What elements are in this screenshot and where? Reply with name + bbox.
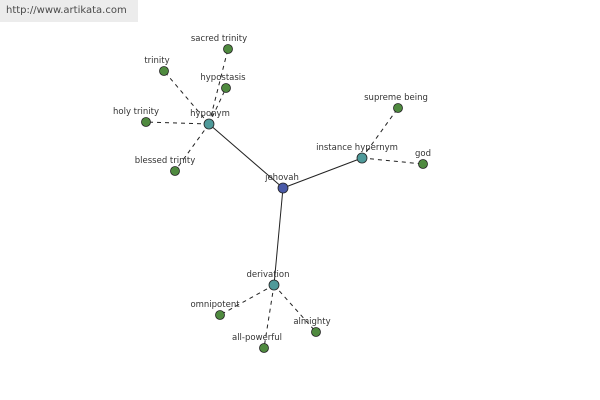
label-trinity: trinity — [144, 56, 169, 66]
edge-hyponym-to-sacred-trinity — [208, 48, 229, 125]
edge-derivation-to-omnipotent — [219, 284, 275, 316]
edges-layer — [145, 48, 424, 349]
node-almighty[interactable] — [311, 327, 321, 337]
edge-hyponym-to-holy-trinity — [145, 121, 210, 125]
node-hyponym[interactable] — [203, 118, 215, 130]
edge-hyponym-to-hypostasis — [208, 87, 227, 125]
label-sacred-trinity: sacred trinity — [191, 34, 247, 44]
label-hyponym: hyponym — [190, 109, 230, 119]
edge-jehovah-to-hyponym — [208, 123, 284, 189]
watermark-url: http://www.artikata.com — [0, 0, 138, 22]
edge-instance-hypernym-to-supreme-being — [361, 107, 399, 159]
label-god: god — [415, 149, 431, 159]
edge-jehovah-to-derivation — [273, 187, 284, 286]
label-jehovah: jehovah — [264, 173, 299, 183]
node-hypostasis[interactable] — [221, 83, 231, 93]
edge-derivation-to-all-powerful — [263, 284, 275, 349]
label-all-powerful: all-powerful — [232, 333, 282, 343]
node-all-powerful[interactable] — [259, 343, 269, 353]
label-blessed-trinity: blessed trinity — [135, 156, 195, 166]
node-trinity[interactable] — [159, 66, 169, 76]
node-omnipotent[interactable] — [215, 310, 225, 320]
node-derivation[interactable] — [268, 279, 280, 291]
node-jehovah[interactable] — [277, 182, 289, 194]
label-almighty: almighty — [293, 317, 330, 327]
node-instance-hypernym[interactable] — [356, 152, 368, 164]
node-supreme-being[interactable] — [393, 103, 403, 113]
label-derivation: derivation — [246, 270, 289, 280]
label-hypostasis: hypostasis — [200, 73, 246, 83]
node-holy-trinity[interactable] — [141, 117, 151, 127]
edge-instance-hypernym-to-god — [361, 157, 424, 165]
labels-layer: jehovah hyponym instance hypernym derivatio… — [113, 34, 431, 343]
node-god[interactable] — [418, 159, 428, 169]
label-holy-trinity: holy trinity — [113, 107, 159, 117]
edge-jehovah-to-instance-hypernym — [282, 157, 363, 189]
label-omnipotent: omnipotent — [190, 300, 240, 310]
edge-hyponym-to-blessed-trinity — [174, 123, 210, 172]
edge-hyponym-to-trinity — [163, 70, 210, 125]
label-instance-hypernym: instance hypernym — [316, 143, 398, 153]
nodes-layer — [141, 44, 428, 353]
label-supreme-being: supreme being — [364, 93, 428, 103]
node-blessed-trinity[interactable] — [170, 166, 180, 176]
edge-derivation-to-almighty — [273, 284, 317, 333]
node-sacred-trinity[interactable] — [223, 44, 233, 54]
